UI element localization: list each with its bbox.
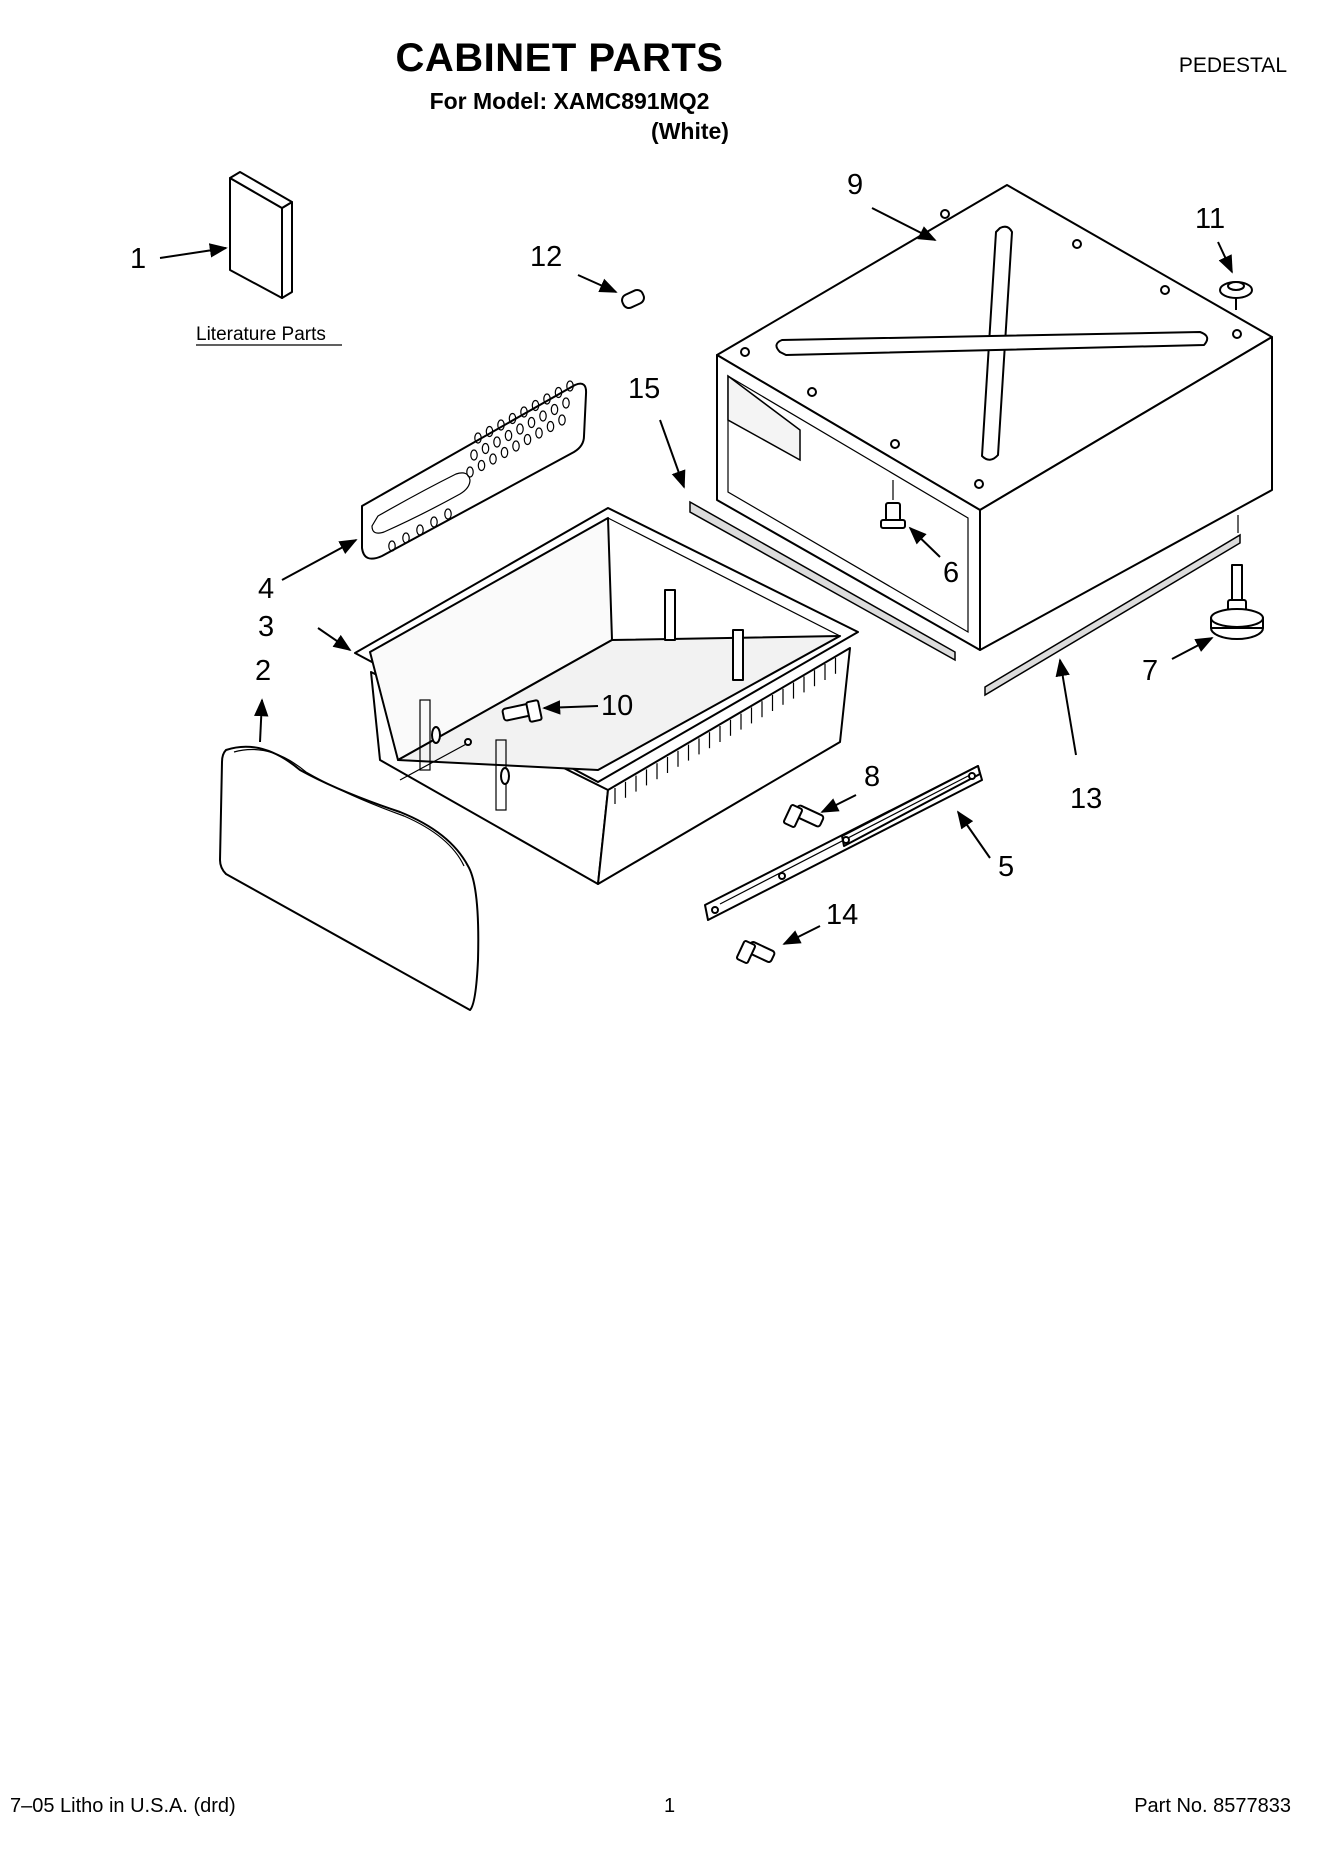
glide-part: [1219, 281, 1253, 310]
cabinet-holes: [740, 209, 1242, 489]
vent-hole: [493, 436, 501, 448]
vent-hole: [444, 508, 452, 520]
drawer-front-part: [219, 745, 480, 1011]
vent-hole: [466, 466, 474, 478]
leader-2: [254, 698, 269, 743]
drawer-slide-part: [704, 765, 983, 921]
drawer-pan-part: [354, 507, 859, 885]
vent-hole: [535, 427, 543, 439]
vent-hole: [546, 420, 555, 433]
vent-hole: [550, 403, 559, 416]
vent-hole: [402, 532, 410, 544]
callout-15: 15: [628, 373, 660, 405]
leader-4: [281, 539, 358, 581]
leader-3: [317, 627, 352, 652]
screw-8-part: [782, 804, 825, 828]
vent-hole: [554, 386, 563, 399]
model-color: (White): [651, 118, 729, 144]
screw-10-part: [501, 699, 543, 723]
callout-6: 6: [943, 557, 959, 589]
leader-9: [871, 207, 937, 241]
literature-booklet-part: [229, 171, 293, 299]
callout-7: 7: [1142, 655, 1158, 687]
vent-hole: [520, 406, 528, 418]
vent-hole: [497, 419, 505, 431]
leader-10: [542, 700, 599, 715]
model-number: For Model: XAMC891MQ2: [429, 88, 710, 114]
vent-hole: [539, 410, 547, 422]
leader-5: [956, 810, 991, 859]
vent-hole: [481, 442, 490, 455]
vent-hole: [416, 524, 424, 536]
callout-3: 3: [258, 611, 274, 643]
vent-hole: [508, 412, 517, 425]
vent-hole: [474, 432, 482, 444]
screw-6-part: [880, 480, 906, 529]
callout-10: 10: [601, 690, 633, 722]
vent-hole: [566, 380, 574, 392]
pedestal-cabinet-part: [716, 184, 1273, 651]
trim-strip-15-part: [689, 500, 956, 662]
leader-13: [1055, 658, 1077, 756]
vent-panel-part: [361, 382, 588, 560]
vent-hole: [477, 459, 486, 472]
callout-4: 4: [258, 573, 274, 605]
vent-hole: [558, 414, 566, 426]
vent-hole: [512, 440, 520, 452]
drawer-ribs: [614, 657, 837, 804]
callout-1: 1: [130, 243, 146, 275]
leader-6: [908, 526, 941, 558]
leader-8: [820, 794, 857, 813]
callout-5: 5: [998, 851, 1014, 883]
callout-8: 8: [864, 761, 880, 793]
callout-13: 13: [1070, 783, 1102, 815]
vent-hole: [523, 433, 532, 446]
callout-11: 11: [1195, 203, 1225, 235]
leader-15: [659, 419, 686, 489]
vent-hole: [430, 516, 438, 528]
vent-panel-holes: [388, 380, 574, 552]
callout-14: 14: [826, 899, 858, 931]
vent-hole: [516, 423, 524, 435]
leveling-leg-part: [1210, 564, 1264, 640]
vent-hole: [527, 416, 536, 429]
vent-hole: [504, 429, 513, 442]
leader-11: [1217, 241, 1233, 274]
literature-parts-label: Literature Parts: [196, 324, 326, 345]
page-number: 1: [664, 1795, 676, 1817]
litho-note: 7–05 Litho in U.S.A. (drd): [10, 1795, 236, 1817]
callout-12: 12: [530, 241, 562, 273]
vent-hole: [562, 397, 570, 409]
vent-hole: [500, 446, 509, 459]
screw-14-part: [735, 940, 776, 964]
page-title: CABINET PARTS: [395, 36, 724, 80]
leader-1: [159, 243, 228, 259]
vent-hole: [543, 393, 551, 405]
vent-hole: [531, 399, 540, 412]
trim-strip-13-part: [984, 533, 1241, 697]
callout-2: 2: [255, 655, 271, 687]
callout-9: 9: [847, 169, 863, 201]
plug-part: [621, 288, 645, 310]
vent-hole: [388, 540, 396, 552]
part-number: Part No. 8577833: [1134, 1795, 1291, 1817]
leader-14: [782, 925, 821, 945]
vent-hole: [489, 453, 497, 465]
vent-hole: [470, 449, 478, 461]
vent-hole: [485, 425, 494, 438]
leader-7: [1171, 637, 1214, 660]
section-label: PEDESTAL: [1178, 54, 1287, 77]
leader-12: [577, 274, 618, 293]
